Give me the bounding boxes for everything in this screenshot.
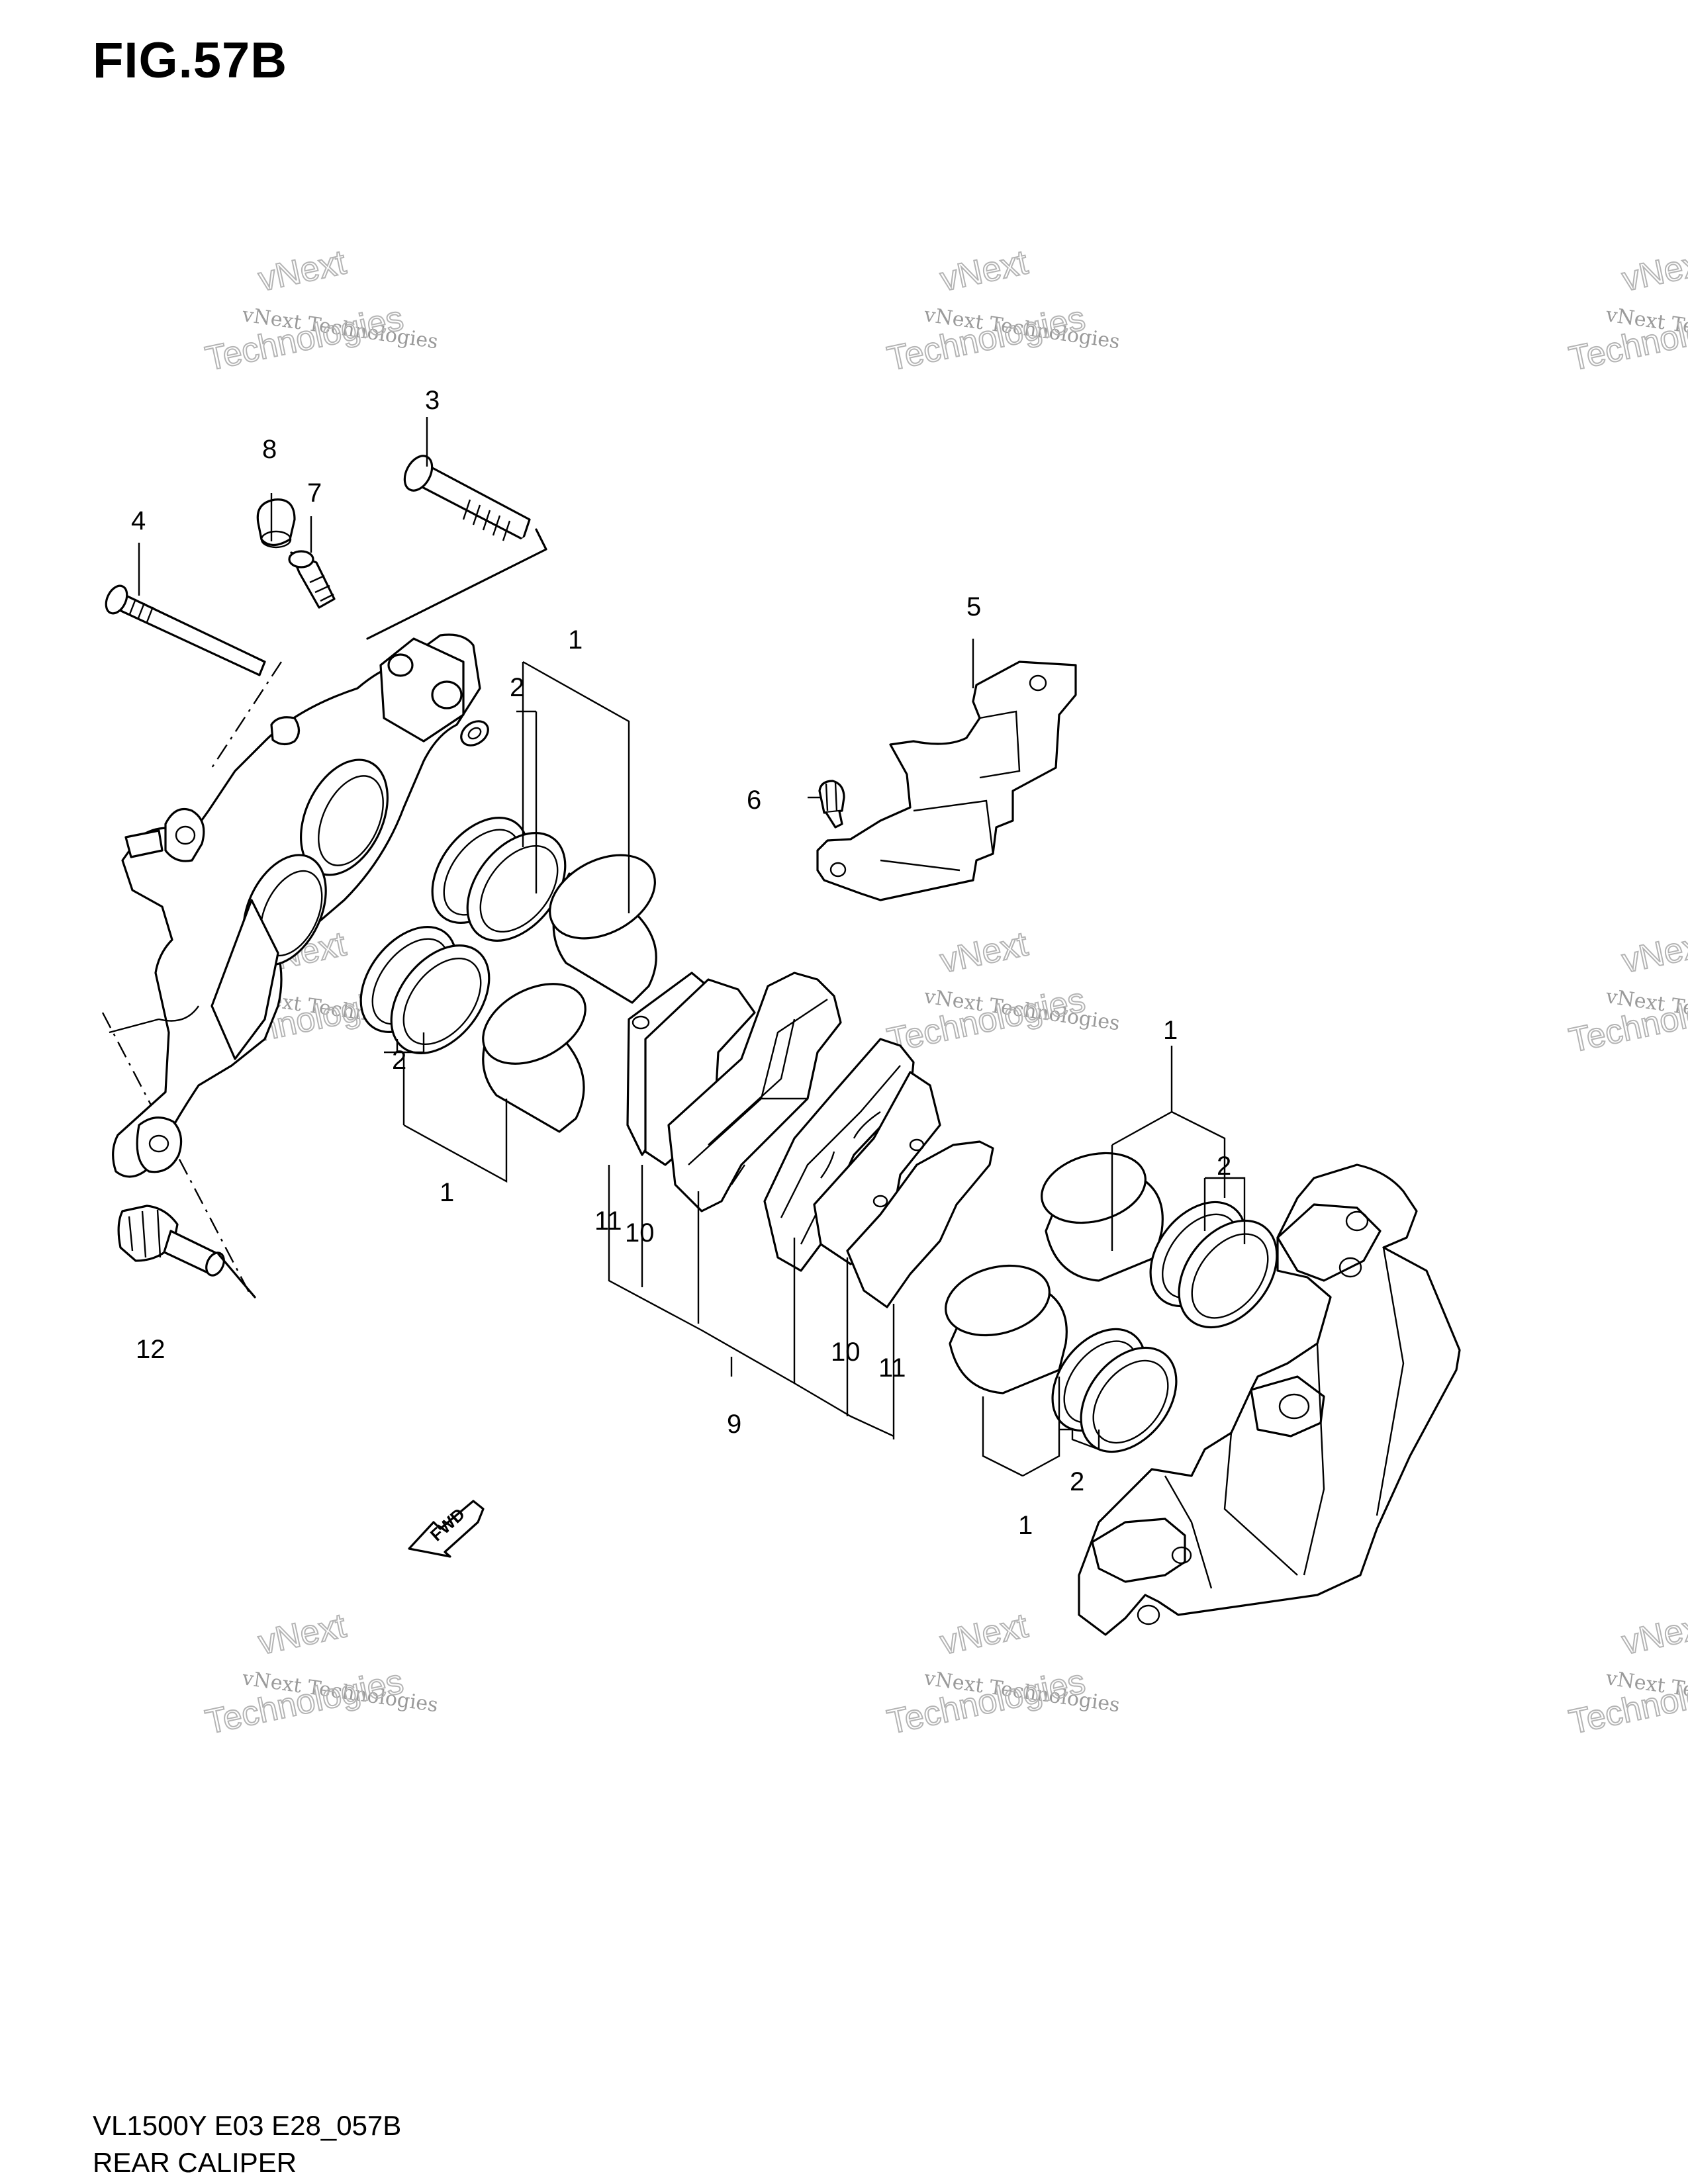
- callout-9: 9: [727, 1410, 741, 1439]
- watermark-word-1: vNext: [255, 1606, 350, 1662]
- sealing-washer: [460, 720, 489, 747]
- callout-numbers: 8 7 3 4 1 2 2 1 5 6 11 10 10 11 9 1 2 2 …: [131, 386, 1231, 1540]
- piston-right-upper: [1041, 1152, 1164, 1282]
- watermark-bottom-left: vNext vNext Technologies Technologies: [201, 1606, 439, 1742]
- callout-2-upper-left: 2: [510, 673, 524, 702]
- bleeder-valve-part-7: [288, 550, 336, 609]
- mounting-bolt-part-12: [117, 1205, 256, 1298]
- dust-seal-left-lower: [390, 944, 491, 1054]
- dust-seal-right-lower: [1080, 1346, 1178, 1453]
- watermark-word-1: vNext: [1618, 243, 1688, 298]
- callout-12: 12: [136, 1335, 165, 1364]
- callout-1-upper-left: 1: [568, 625, 583, 655]
- piston-left-lower: [482, 983, 586, 1133]
- bleeder-cap-part-8: [256, 498, 296, 549]
- brake-pad-left: [667, 972, 842, 1212]
- dust-seal-left-upper: [466, 832, 567, 942]
- callout-1-lower-left: 1: [440, 1178, 454, 1207]
- watermark-word-1: vNext: [937, 243, 1031, 298]
- piston-right-lower: [945, 1264, 1068, 1394]
- callout-3: 3: [425, 386, 440, 415]
- watermark-word-1: vNext: [1618, 1606, 1688, 1662]
- watermark-word-3: Technologies: [884, 299, 1088, 379]
- model-code: VL1500Y E03 E28_057B: [93, 2110, 402, 2141]
- watermark-mid-right: vNext vNext Technologies Technologies: [1565, 924, 1688, 1060]
- watermark-top-right: vNext vNext Technologies Technologies: [1565, 242, 1688, 379]
- callout-11-left: 11: [594, 1206, 622, 1236]
- callout-10-left: 10: [625, 1218, 655, 1248]
- callout-1-upper-right: 1: [1163, 1016, 1178, 1045]
- pad-shim-right-10: [813, 1071, 941, 1265]
- caliper-inner-half: [1078, 1163, 1461, 1636]
- callout-1-lower-right: 1: [1018, 1511, 1033, 1540]
- callout-leaders: [138, 417, 1246, 1477]
- pad-shim-right-11: [846, 1138, 994, 1308]
- dust-seal-right-upper: [1178, 1219, 1278, 1329]
- watermark-top-left: vNext vNext Technologies Technologies: [201, 242, 439, 379]
- callout-2-lower-right: 2: [1070, 1467, 1084, 1496]
- watermark-word-3: Technologies: [202, 299, 406, 379]
- section-name: REAR CALIPER: [93, 2147, 297, 2178]
- watermark-word-1: vNext: [255, 243, 350, 298]
- watermark-word-3: Technologies: [884, 981, 1088, 1060]
- callout-8: 8: [262, 435, 277, 464]
- figure-title: FIG.57B: [93, 32, 288, 89]
- forward-direction-arrow: FWD: [408, 1500, 485, 1558]
- callout-2-upper-right: 2: [1217, 1152, 1231, 1181]
- callout-11-right: 11: [878, 1353, 906, 1383]
- watermark-word-1: vNext: [1618, 925, 1688, 980]
- assembly-line-pin-4: [211, 661, 283, 768]
- callout-2-lower-left: 2: [392, 1046, 406, 1075]
- watermark-word-3: Technologies: [202, 1662, 406, 1742]
- caliper-bracket-part-5: [816, 660, 1077, 901]
- pad-pin-part-4: [105, 584, 266, 676]
- callout-5: 5: [966, 592, 981, 621]
- watermark-word-1: vNext: [937, 1606, 1031, 1662]
- watermark-mid-center: vNext vNext Technologies Technologies: [883, 924, 1121, 1060]
- bolt-part-3: [366, 455, 547, 640]
- assembly-line-bolt-12: [101, 1012, 253, 1298]
- watermark-bottom-center: vNext vNext Technologies Technologies: [883, 1606, 1121, 1742]
- callout-7: 7: [307, 478, 322, 508]
- callout-6: 6: [747, 786, 761, 815]
- watermark-top-center: vNext vNext Technologies Technologies: [883, 242, 1121, 379]
- bracket-bolt-part-6: [818, 780, 845, 829]
- watermark-word-3: Technologies: [884, 1662, 1088, 1742]
- watermark-bottom-right: vNext vNext Technologies Technologies: [1565, 1606, 1688, 1742]
- callout-4: 4: [131, 506, 146, 535]
- caliper-outer-half: [109, 633, 481, 1178]
- watermark-word-1: vNext: [937, 925, 1031, 980]
- callout-10-right: 10: [831, 1338, 861, 1367]
